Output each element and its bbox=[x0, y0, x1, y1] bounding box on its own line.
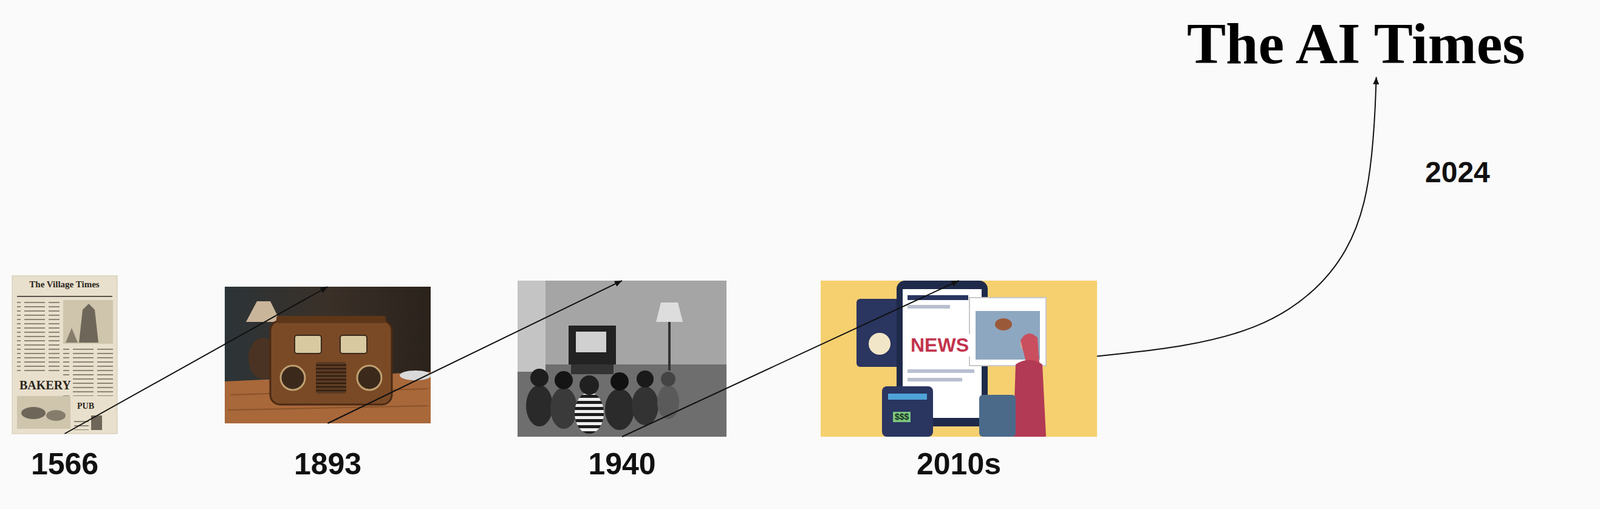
timeline-arrow bbox=[1097, 77, 1377, 357]
masthead-text: The Village Times bbox=[27, 278, 101, 291]
post-line bbox=[907, 377, 963, 382]
radio-speaker bbox=[357, 365, 382, 390]
timeline-image-box: 1940 bbox=[517, 280, 727, 437]
year-label: 1940 bbox=[588, 448, 656, 480]
radio-top bbox=[276, 315, 386, 324]
title-node: The AI Times bbox=[1186, 13, 1526, 75]
woman-body bbox=[1013, 360, 1047, 438]
money-label: $$$ bbox=[892, 411, 911, 423]
timeline-image-box: 1893 bbox=[224, 286, 431, 424]
room-wall bbox=[517, 280, 727, 437]
side-card bbox=[856, 298, 903, 367]
small-card bbox=[979, 394, 1016, 437]
engraving-tower bbox=[78, 303, 99, 343]
tv-stand bbox=[570, 364, 614, 375]
timeline-arrow bbox=[622, 280, 960, 437]
tv-screen bbox=[575, 331, 607, 353]
masthead-title: The AI Times bbox=[1186, 13, 1526, 75]
engraving-frame bbox=[63, 300, 113, 344]
post-line bbox=[907, 295, 969, 301]
child-body bbox=[605, 388, 635, 431]
timeline-image-box: 2010s bbox=[820, 280, 1098, 437]
bread-engraving bbox=[17, 396, 71, 429]
child-head bbox=[554, 371, 573, 390]
news-heading: NEWS bbox=[908, 334, 971, 357]
pub-sign: PUB bbox=[75, 400, 96, 412]
child-head bbox=[660, 371, 676, 387]
tv-cabinet bbox=[568, 325, 616, 365]
child-head bbox=[530, 368, 549, 387]
child-head bbox=[610, 372, 629, 391]
food-plate bbox=[868, 332, 891, 355]
radio-dial bbox=[294, 335, 322, 354]
text-column bbox=[17, 300, 60, 375]
television-illustration bbox=[517, 280, 727, 437]
year-label: 1566 bbox=[30, 448, 99, 480]
year-label: 2010s bbox=[916, 448, 1002, 480]
timeline-image-box: 1566 bbox=[12, 275, 118, 434]
child-head bbox=[636, 370, 654, 388]
social-media-illustration bbox=[820, 280, 1098, 437]
floor-lamp-pole bbox=[668, 321, 671, 371]
radio-body bbox=[270, 320, 392, 405]
newspaper-page bbox=[12, 275, 118, 434]
small-phone bbox=[882, 386, 934, 437]
timeline-arrow bbox=[328, 280, 623, 424]
child-head bbox=[579, 375, 599, 395]
radio-background bbox=[224, 286, 431, 424]
bread-loaf bbox=[46, 410, 66, 421]
floor-lamp-shade bbox=[656, 302, 683, 322]
child-body bbox=[550, 387, 578, 429]
header-rule bbox=[17, 295, 113, 298]
newspaper-illustration bbox=[12, 275, 118, 434]
bread-loaf bbox=[21, 406, 46, 420]
small-phone-bar bbox=[888, 393, 927, 400]
child-body bbox=[657, 385, 680, 420]
child-body bbox=[574, 392, 604, 434]
dog-head bbox=[994, 318, 1012, 331]
child-body bbox=[631, 386, 659, 426]
room-floor bbox=[517, 364, 727, 437]
post-line bbox=[907, 369, 975, 373]
year-label: 1893 bbox=[294, 448, 362, 480]
year-label: 2024 bbox=[1422, 156, 1493, 189]
radio-illustration bbox=[224, 286, 432, 424]
timeline-arrow bbox=[64, 286, 329, 434]
lamp-shade bbox=[246, 301, 281, 322]
post-line bbox=[907, 304, 951, 309]
curtain bbox=[517, 280, 546, 372]
bakery-sign: BAKERY bbox=[17, 377, 73, 393]
wood-grain bbox=[227, 405, 429, 411]
radio-speaker bbox=[280, 365, 305, 390]
radio-dial bbox=[340, 335, 367, 354]
child-body bbox=[526, 385, 553, 427]
radio-grille bbox=[315, 362, 347, 394]
engraving-hill bbox=[65, 328, 78, 343]
yellow-background bbox=[820, 280, 1098, 437]
